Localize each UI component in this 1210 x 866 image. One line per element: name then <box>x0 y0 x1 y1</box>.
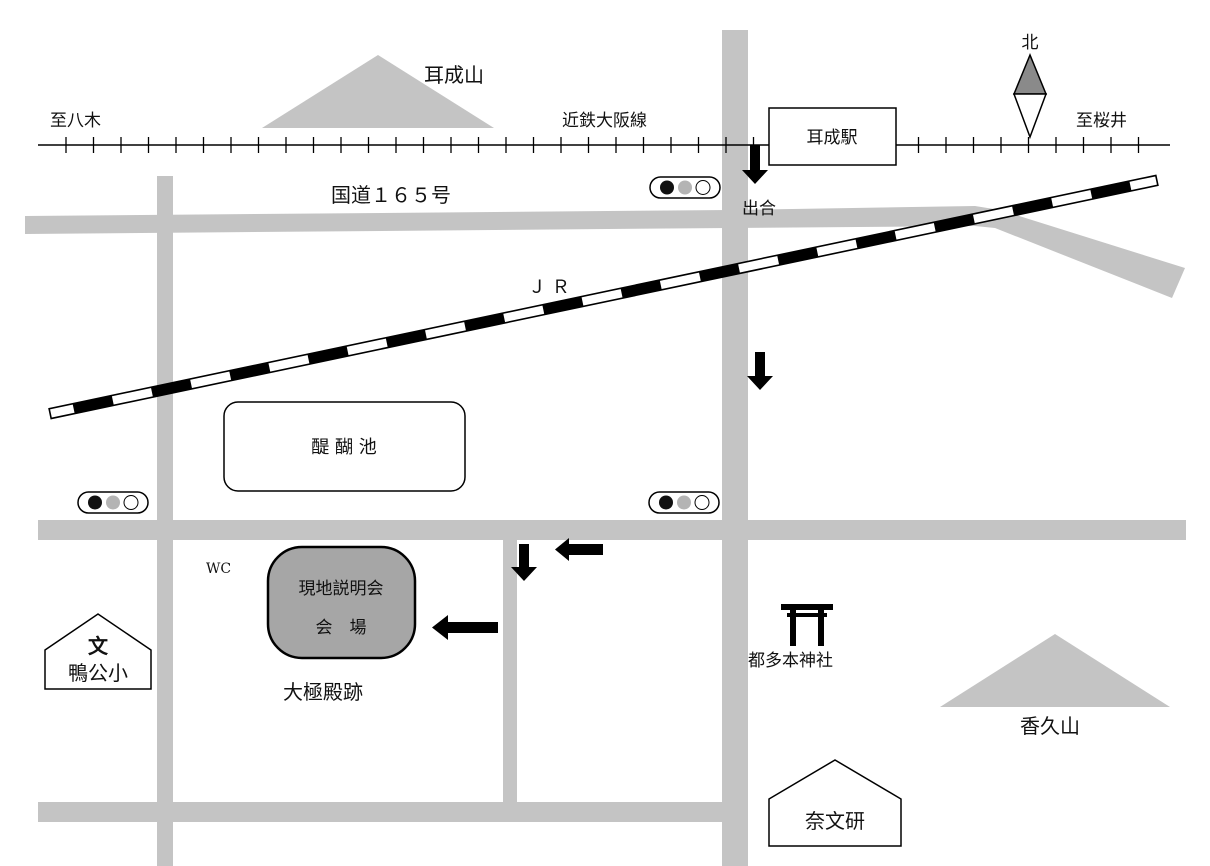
venue-marker <box>266 545 417 660</box>
jr-dash <box>855 230 897 249</box>
railway-ticks <box>65 137 1140 153</box>
jr-dash <box>229 362 271 381</box>
wc-label: WC <box>206 561 231 577</box>
jr-dash <box>72 395 114 414</box>
mountain-miminashi <box>262 55 494 128</box>
traffic-signal-icon <box>649 176 721 199</box>
school-map-symbol-icon: 文 <box>88 634 109 658</box>
exit-label: 出合 <box>742 199 776 219</box>
national-route-165-road <box>25 206 1185 298</box>
mountain-miminashi-label: 耳成山 <box>424 63 484 87</box>
route-arrow-icon <box>742 145 768 184</box>
roads <box>25 30 1186 866</box>
torii-icon <box>781 604 833 646</box>
route-arrow-icon <box>511 544 537 581</box>
jr-railway-dashes <box>72 181 1132 414</box>
school-name: 鴨公小 <box>68 661 128 685</box>
mountain-kagu-label: 香久山 <box>1020 714 1080 738</box>
jr-dash <box>1090 181 1132 200</box>
middle-north-south-road <box>503 538 517 804</box>
pond-name: 醍 醐 池 <box>311 437 376 458</box>
pond-daigo <box>223 401 466 492</box>
venue-label-line2: 会 場 <box>316 618 367 638</box>
jr-dash <box>307 346 349 365</box>
national-route-label: 国道１６５号 <box>331 183 451 207</box>
shrine-name: 都多本神社 <box>748 651 833 671</box>
jr-dash <box>933 214 975 233</box>
station-name: 耳成駅 <box>807 128 858 148</box>
south-east-west-road <box>38 802 728 822</box>
jr-label: Ｊ Ｒ <box>528 277 570 298</box>
compass-label: 北 <box>1022 33 1039 53</box>
station-box <box>768 107 897 166</box>
north-arrow-icon <box>1012 53 1048 140</box>
jr-dash <box>620 280 662 299</box>
traffic-signal-icon <box>648 491 720 514</box>
jr-dash <box>150 379 193 398</box>
to-yagi-label: 至八木 <box>50 111 101 131</box>
kintetsu-railway <box>38 137 1170 153</box>
jr-dash <box>542 296 584 315</box>
jr-dash <box>385 329 427 348</box>
school-marker <box>44 613 152 690</box>
main-north-south-road <box>722 30 748 866</box>
kintetsu-line-label: 近鉄大阪線 <box>562 111 647 131</box>
jr-dash <box>777 247 819 266</box>
route-arrow-icon <box>747 352 773 390</box>
jr-dash <box>698 263 741 282</box>
jr-dash <box>1011 197 1054 216</box>
to-sakurai-label: 至桜井 <box>1076 111 1127 131</box>
jr-railway <box>48 174 1159 420</box>
site-name: 大極殿跡 <box>283 680 363 704</box>
route-arrow-icon <box>555 538 603 561</box>
institute-name: 奈文研 <box>805 809 865 833</box>
east-west-road <box>38 520 1186 540</box>
jr-dash <box>464 313 506 332</box>
route-arrow-icon <box>432 615 498 640</box>
institute-marker <box>768 759 902 847</box>
venue-label-line1: 現地説明会 <box>299 579 384 599</box>
mountain-kagu <box>940 634 1170 707</box>
traffic-signal-icon <box>77 491 149 514</box>
